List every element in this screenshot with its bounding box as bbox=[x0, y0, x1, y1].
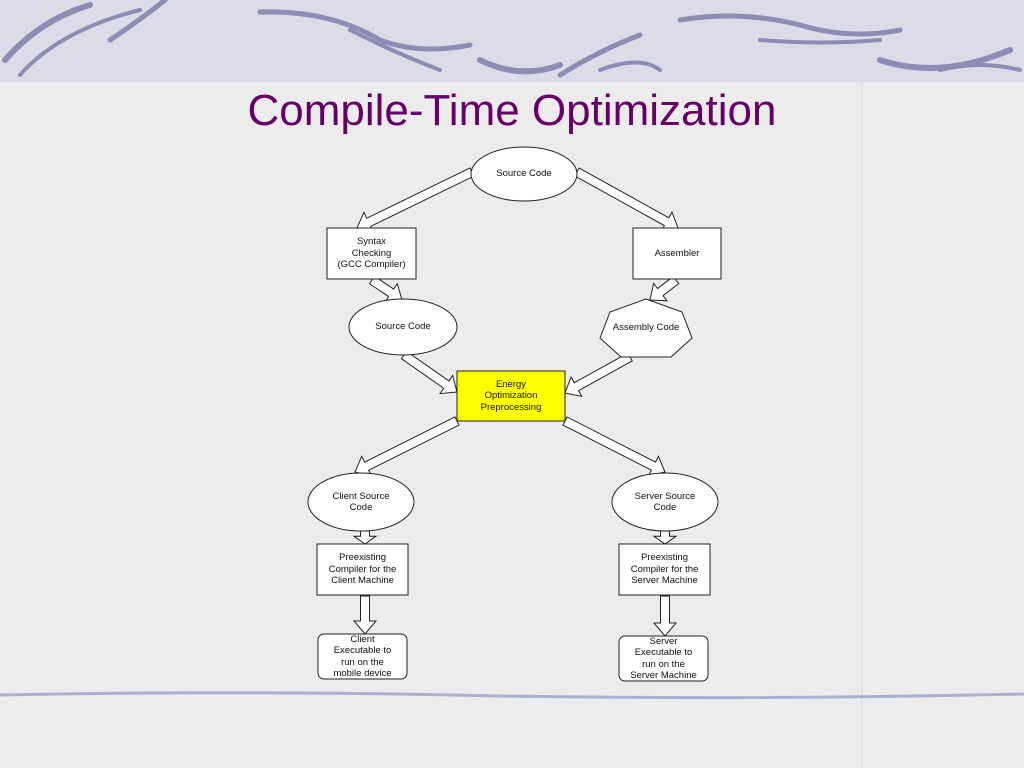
label-assembly-code: Assembly Code bbox=[612, 322, 680, 334]
label-source-code-top: Source Code bbox=[496, 168, 552, 180]
node-client-compiler bbox=[316, 543, 409, 596]
node-source-code-mid bbox=[348, 298, 458, 356]
label-assembler: Assembler bbox=[654, 247, 700, 259]
flow-arrow bbox=[574, 167, 679, 233]
node-server-compiler bbox=[618, 543, 711, 596]
flow-arrow bbox=[564, 352, 633, 398]
flow-arrow bbox=[352, 530, 378, 545]
decorative-swirls bbox=[2, 0, 1022, 78]
flow-arrow bbox=[352, 595, 378, 635]
node-client-executable bbox=[317, 633, 408, 680]
node-server-source bbox=[611, 472, 719, 532]
label-client-executable: Client Executable to run on the mobile d… bbox=[333, 633, 392, 680]
label-client-compiler: Preexisting Compiler for the Client Mach… bbox=[328, 552, 397, 587]
flow-arrow bbox=[354, 416, 460, 477]
label-syntax-checking: Syntax Checking (GCC Compiler) bbox=[337, 236, 406, 271]
node-client-source bbox=[307, 472, 415, 532]
flow-arrow bbox=[652, 595, 678, 637]
node-source-code-top bbox=[470, 146, 578, 202]
bottom-rule bbox=[0, 691, 1024, 700]
slide-title: Compile-Time Optimization bbox=[247, 86, 777, 135]
node-syntax-checking bbox=[326, 227, 417, 280]
flow-arrow bbox=[652, 530, 678, 545]
label-server-executable: Server Executable to run on the Server M… bbox=[630, 635, 697, 682]
label-server-compiler: Preexisting Compiler for the Server Mach… bbox=[630, 552, 699, 587]
node-server-executable bbox=[618, 635, 709, 682]
label-energy-optimization: Energy Optimization Preprocessing bbox=[480, 378, 542, 413]
flow-arrow bbox=[649, 275, 680, 302]
label-server-source: Server Source Code bbox=[634, 490, 696, 514]
flow-arrow bbox=[400, 350, 458, 395]
node-assembly-code bbox=[599, 298, 693, 358]
label-client-source: Client Source Code bbox=[332, 490, 390, 514]
flow-arrow bbox=[356, 167, 475, 233]
node-assembler bbox=[632, 227, 722, 280]
node-energy-optimization bbox=[456, 370, 566, 422]
label-source-code-mid: Source Code bbox=[375, 321, 431, 333]
flow-arrow bbox=[562, 416, 666, 477]
